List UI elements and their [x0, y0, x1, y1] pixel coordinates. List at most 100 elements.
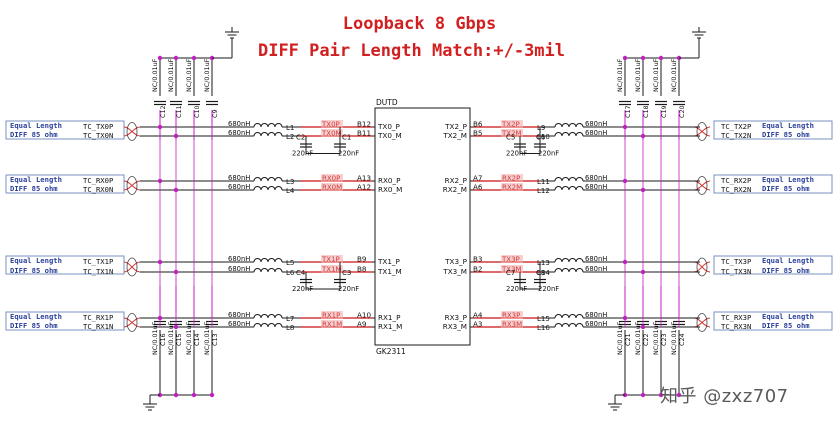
box-label-equal-length: Equal Length: [762, 256, 814, 265]
net-label: TC_RX3P: [721, 313, 751, 322]
chip-pin-label: RX3_M: [443, 322, 467, 331]
junction-dot: [173, 55, 179, 61]
pair-ellipse-icon: [696, 176, 708, 195]
inductor-value-label: 680nH: [228, 265, 250, 273]
pair-ellipse-icon: [696, 313, 708, 332]
bus-cap-ref: C10: [193, 105, 201, 118]
trace-label-bg: [321, 265, 343, 273]
trace-label: TX2P: [501, 121, 520, 129]
inductor-ref-label: L14: [537, 269, 550, 277]
pin-number: B8: [357, 265, 367, 274]
trace-label: RX0M: [322, 184, 342, 192]
junction-dot: [658, 55, 664, 61]
inductor-ref-label: L11: [537, 178, 550, 186]
net-label: TC_TX2N: [721, 131, 751, 140]
trace-label-bg: [321, 129, 343, 137]
inductor-ref-label: L6: [286, 269, 295, 277]
net-label: TC_TX3N: [721, 267, 751, 276]
bus-cap-ref: C23: [660, 333, 668, 346]
trace-label: RX0P: [322, 175, 340, 183]
net-label: TC_RX3N: [721, 322, 751, 331]
trace-label-bg: [501, 320, 523, 328]
bus-cap-ref: C19: [660, 105, 668, 118]
inductor-ref-label: L1: [286, 124, 294, 132]
chip-body: [374, 107, 471, 346]
ground-icon: [143, 399, 157, 411]
bus-cap-ref: C9: [211, 109, 219, 118]
inductor-symbol: [253, 177, 283, 182]
inductor-ref-label: L10: [537, 133, 550, 141]
net-label: TC_TX0P: [83, 122, 113, 131]
box-label-diff-85-ohm: DIFF 85 ohm: [762, 184, 810, 193]
chip-pin-label: TX3_P: [444, 257, 467, 266]
box-label-diff-85-ohm: DIFF 85 ohm: [762, 321, 810, 330]
pin-number: B3: [473, 255, 483, 264]
net-label: TC_RX0P: [83, 176, 113, 185]
box-label-equal-length: Equal Length: [10, 312, 62, 321]
inductor-value-label: 680nH: [585, 129, 607, 137]
trace-label-bg: [501, 129, 523, 137]
box-label-equal-length: Equal Length: [762, 121, 814, 130]
bus-cap-value: NC/0.01uF: [670, 58, 678, 92]
net-label: TC_RX1N: [83, 322, 113, 331]
net-label: TC_RX0N: [83, 185, 113, 194]
junction-dot: [658, 392, 664, 398]
cap-ref-label: C2: [296, 134, 305, 142]
inductor-value-label: 680nH: [585, 183, 607, 191]
bus-cap-value: NC/0.01uF: [652, 321, 660, 355]
box-label-diff-85-ohm: DIFF 85 ohm: [10, 266, 58, 275]
pair-ellipse-icon: [126, 257, 138, 277]
inductor-value-label: 680nH: [228, 320, 250, 328]
junction-dot: [676, 392, 682, 398]
box-label-diff-85-ohm: DIFF 85 ohm: [10, 321, 58, 330]
bus-cap-ref: C16: [159, 333, 167, 346]
pin-number: A12: [357, 183, 371, 192]
inductor-ref-label: L5: [286, 259, 294, 267]
bus-cap-ref: C14: [193, 333, 201, 346]
pair-ellipse-icon: [126, 176, 138, 195]
junction-dot: [173, 392, 179, 398]
box-label-diff-85-ohm: DIFF 85 ohm: [762, 266, 810, 275]
cap-value-label: 220nF: [506, 285, 527, 293]
inductor-ref-label: L9: [537, 124, 545, 132]
chip-pin-label: RX2_M: [443, 185, 467, 194]
inductor-value-label: 680nH: [585, 174, 607, 182]
chip-pin-label: TX1_M: [377, 267, 402, 276]
chip-pin-label: RX3_P: [445, 313, 468, 322]
bus-cap-value: NC/0.01uF: [203, 321, 211, 355]
trace-label: TX2M: [501, 130, 522, 138]
twisted-pair-icon: [123, 317, 141, 328]
pin-number: B6: [473, 120, 483, 129]
inductor-symbol: [554, 323, 584, 328]
twisted-pair-icon: [123, 126, 141, 137]
box-label-equal-length: Equal Length: [10, 121, 62, 130]
inductor-value-label: 680nH: [585, 120, 607, 128]
equal-length-box: [5, 255, 125, 275]
inductor-symbol: [554, 258, 584, 263]
pin-number: A7: [473, 174, 483, 183]
inductor-symbol: [554, 132, 584, 137]
inductor-symbol: [554, 123, 584, 128]
inductor-value-label: 680nH: [228, 255, 250, 263]
cap-ref-label: C1: [342, 134, 351, 142]
junction-dot: [191, 55, 197, 61]
ground-icon: [225, 27, 239, 39]
bus-cap-value: NC/0.01uF: [167, 321, 175, 355]
diagram-title: Loopback 8 Gbps: [342, 14, 497, 34]
junction-dot: [191, 392, 197, 398]
inductor-value-label: 680nH: [585, 255, 607, 263]
junction-dot: [622, 55, 628, 61]
cap-value-label: 220nF: [506, 150, 527, 158]
twisted-pair-icon: [693, 261, 711, 273]
pair-ellipse-icon: [696, 122, 708, 141]
pair-ellipse-icon: [126, 122, 138, 141]
inductor-symbol: [253, 314, 283, 319]
chip-pin-label: TX2_M: [442, 131, 467, 140]
cap-value-label: 220nF: [538, 285, 559, 293]
trace-label: RX3M: [502, 321, 522, 329]
pin-number: A6: [473, 183, 483, 192]
pin-number: B11: [357, 129, 371, 138]
twisted-pair-icon: [693, 126, 711, 137]
